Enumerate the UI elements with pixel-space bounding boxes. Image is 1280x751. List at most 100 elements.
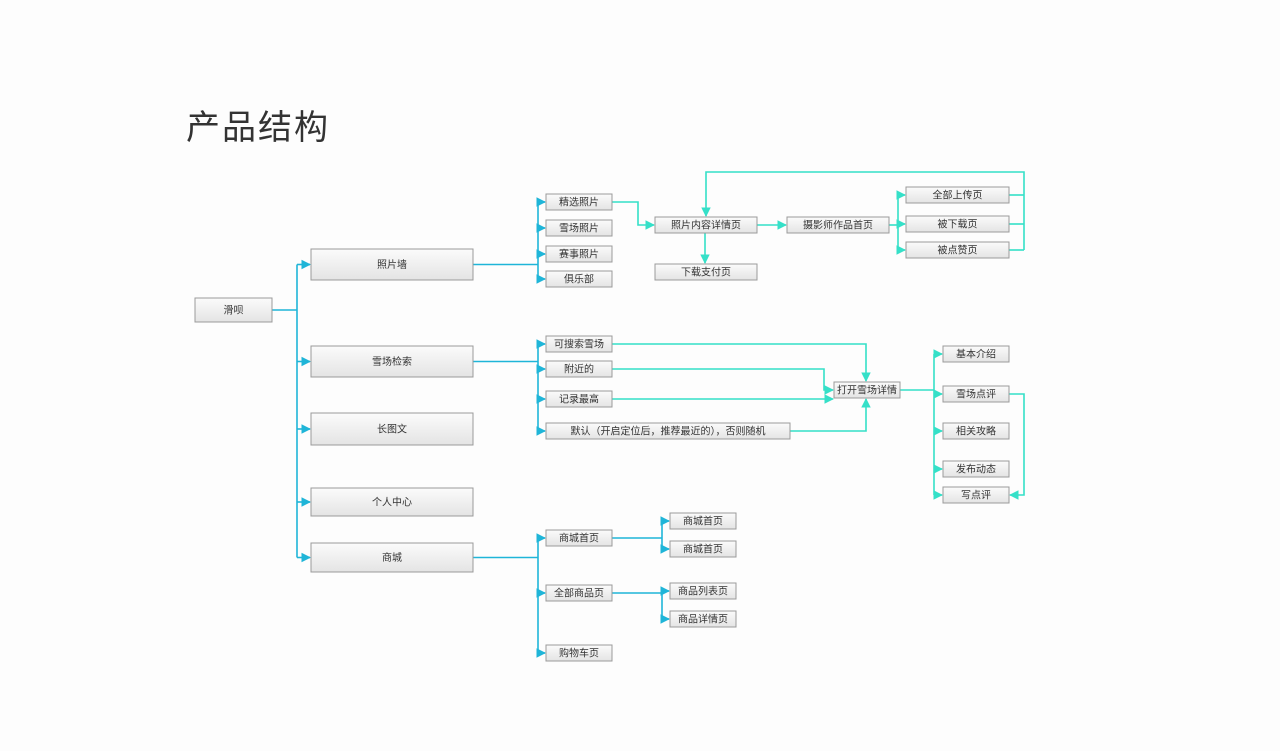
node-label: 雪场点评: [956, 388, 996, 401]
node-label: 相关攻略: [956, 425, 996, 438]
node-post-update: 发布动态: [942, 460, 1010, 478]
node-box: [545, 422, 791, 440]
node-box: [545, 360, 613, 378]
edge-searchable-to-detail: [612, 343, 871, 382]
node-box: [942, 486, 1010, 504]
node-resort-review: 雪场点评: [942, 385, 1010, 403]
node-box: [654, 263, 758, 281]
node-label: 下载支付页: [681, 266, 731, 279]
node-box: [310, 345, 474, 378]
node-label: 商城首页: [683, 515, 723, 528]
node-featured-photos: 精选照片: [545, 193, 613, 211]
node-liked: 被点赞页: [905, 241, 1010, 259]
node-label: 基本介绍: [956, 348, 996, 361]
node-box: [310, 248, 474, 281]
node-label: 可搜索雪场: [554, 338, 604, 351]
node-basic-intro: 基本介绍: [942, 345, 1010, 363]
node-cart: 购物车页: [545, 644, 613, 662]
edge-featured-to-detail: [612, 201, 655, 230]
node-box: [194, 297, 273, 323]
node-label: 商品详情页: [678, 613, 728, 626]
node-searchable-resort: 可搜索雪场: [545, 335, 613, 353]
node-box: [545, 390, 613, 408]
node-box: [545, 335, 613, 353]
node-product-list: 商品列表页: [669, 582, 737, 600]
node-label: 默认（开启定位后，推荐最近的），否则随机: [571, 425, 766, 438]
edge-default-to-detail: [790, 398, 871, 432]
node-root: 滑呗: [194, 297, 273, 323]
node-label: 雪场检索: [372, 355, 412, 368]
node-nearby: 附近的: [545, 360, 613, 378]
node-label: 全部商品页: [554, 587, 604, 600]
node-label: 购物车页: [559, 647, 599, 660]
node-guides: 相关攻略: [942, 422, 1010, 440]
node-resort-photos: 雪场照片: [545, 219, 613, 237]
node-box: [942, 422, 1010, 440]
node-photo-wall: 照片墙: [310, 248, 474, 281]
node-box: [905, 215, 1010, 233]
node-box: [545, 193, 613, 211]
node-photo-detail: 照片内容详情页: [654, 216, 758, 234]
node-resort-search: 雪场检索: [310, 345, 474, 378]
node-personal-center: 个人中心: [310, 487, 474, 517]
node-mall-home: 商城首页: [545, 529, 613, 547]
node-box: [310, 412, 474, 446]
node-label: 记录最高: [559, 393, 599, 406]
page-title: 产品结构: [186, 108, 330, 148]
node-club: 俱乐部: [545, 270, 613, 288]
node-long-article: 长图文: [310, 412, 474, 446]
node-box: [669, 610, 737, 628]
node-box: [942, 385, 1010, 403]
node-box: [310, 542, 474, 573]
node-box: [545, 644, 613, 662]
edges-layer: [272, 171, 1025, 658]
node-label: 被下载页: [938, 218, 978, 231]
node-label: 照片墙: [377, 258, 407, 271]
node-label: 发布动态: [956, 463, 996, 476]
node-label: 个人中心: [372, 496, 412, 509]
node-label: 商品列表页: [678, 585, 728, 598]
node-open-resort-detail: 打开雪场详情: [833, 381, 901, 399]
node-label: 被点赞页: [938, 244, 978, 257]
node-box: [905, 241, 1010, 259]
node-label: 雪场照片: [559, 222, 599, 235]
node-label: 商城: [382, 551, 402, 564]
node-box: [545, 245, 613, 263]
node-write-review: 写点评: [942, 486, 1010, 504]
node-box: [654, 216, 758, 234]
node-box: [545, 219, 613, 237]
node-photographer-home: 摄影师作品首页: [786, 216, 890, 234]
node-box: [905, 186, 1010, 204]
node-label: 附近的: [564, 363, 594, 376]
node-label: 照片内容详情页: [671, 219, 741, 232]
node-all-products: 全部商品页: [545, 584, 613, 602]
node-box: [545, 270, 613, 288]
edge-nearby-to-detail: [612, 368, 834, 395]
node-label: 商城首页: [559, 532, 599, 545]
node-record-highest: 记录最高: [545, 390, 613, 408]
node-box: [545, 584, 613, 602]
node-label: 滑呗: [224, 305, 244, 317]
node-label: 长图文: [377, 423, 407, 436]
node-box: [310, 487, 474, 517]
node-box: [942, 345, 1010, 363]
node-mall: 商城: [310, 542, 474, 573]
edge-loop-back-to-detail: [701, 171, 1025, 250]
node-label: 摄影师作品首页: [803, 219, 873, 232]
node-product-detail: 商品详情页: [669, 610, 737, 628]
node-box: [786, 216, 890, 234]
node-download-pay: 下载支付页: [654, 263, 758, 281]
node-label: 打开雪场详情: [837, 384, 897, 397]
node-event-photos: 赛事照片: [545, 245, 613, 263]
node-mall-home-a: 商城首页: [669, 512, 737, 530]
node-label: 精选照片: [559, 196, 599, 209]
edge-review-to-write: [1009, 393, 1025, 500]
node-label: 商城首页: [683, 543, 723, 556]
node-box: [942, 460, 1010, 478]
node-label: 赛事照片: [559, 248, 599, 261]
node-default-rule: 默认（开启定位后，推荐最近的），否则随机: [545, 422, 791, 440]
node-box: [833, 381, 901, 399]
